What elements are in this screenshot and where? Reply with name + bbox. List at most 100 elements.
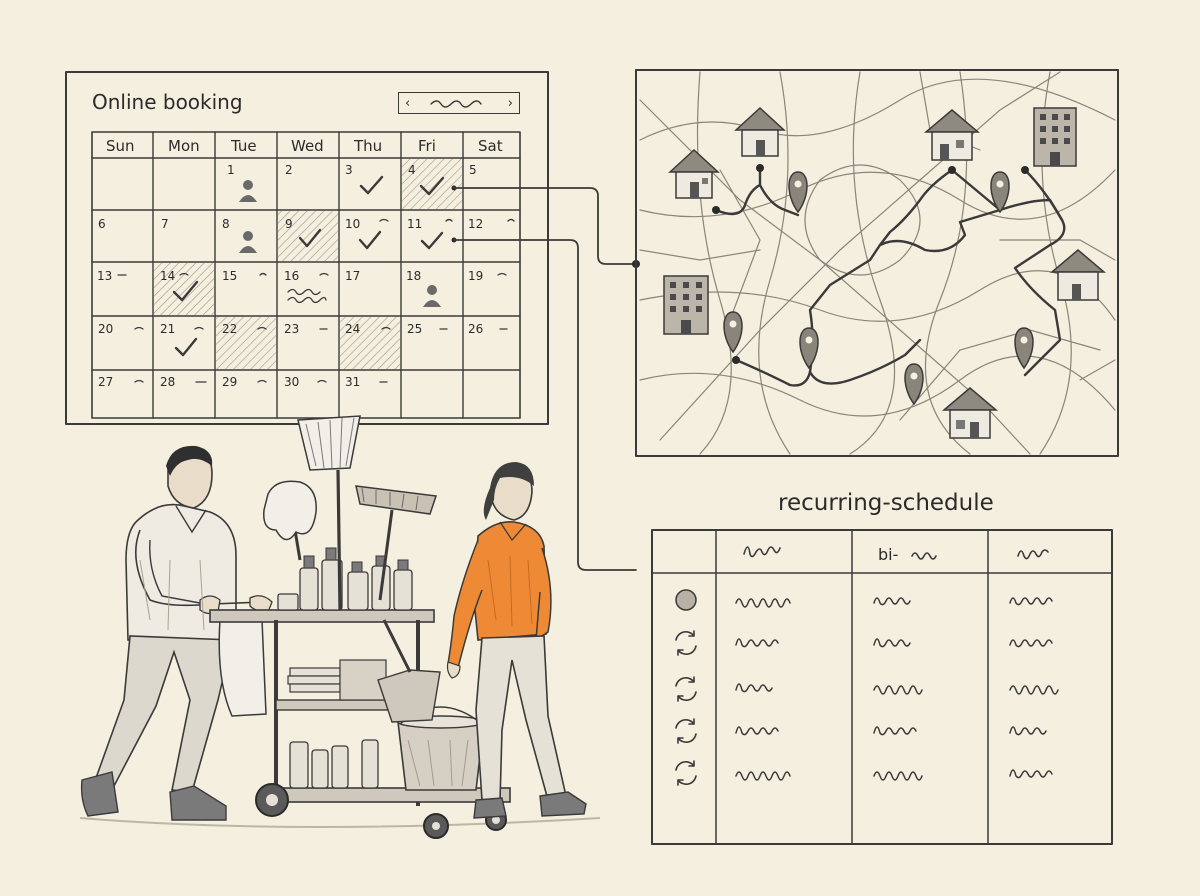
date-cell[interactable]: 31 [345,375,360,389]
connector-lines [453,187,637,571]
status-dot-icon [675,589,697,611]
house-icon [1049,249,1107,301]
house-icon [734,106,786,157]
date-cell[interactable]: 20 [98,322,113,336]
date-cell[interactable]: 26 [468,322,483,336]
day-header-sun: Sun [106,137,135,155]
person-icon [239,231,257,253]
booked-cell-4[interactable] [402,159,462,209]
female-worker [446,462,587,819]
house-icon [941,387,999,439]
date-cell[interactable]: 1 [227,163,235,177]
date-cell[interactable]: 14 [160,269,175,283]
house-icon [668,148,720,199]
date-cell[interactable]: 15 [222,269,237,283]
cleaning-crew-illustration [79,415,601,839]
date-cell[interactable]: 17 [345,269,360,283]
male-worker [80,445,273,821]
day-header-wed: Wed [291,137,324,155]
day-header-fri: Fri [418,137,436,155]
checkmark-icon [172,280,199,302]
recurring-arrows-icon [675,630,697,656]
broom-icon [355,485,438,515]
spray-bottle-icon [299,567,319,611]
checkmark-icon [420,231,444,250]
recurring-arrows-icon [675,676,697,702]
office-building-icon [663,275,709,335]
map-pin-icon[interactable] [723,311,743,354]
date-cell[interactable]: 25 [407,322,422,336]
date-cell[interactable]: 16 [284,269,299,283]
date-cell[interactable]: 29 [222,375,237,389]
office-building-icon [1033,107,1077,167]
map-panel [635,69,1119,457]
map-pin-icon[interactable] [904,363,924,406]
map-pin-icon[interactable] [788,171,808,214]
booked-cell-24[interactable] [340,317,400,369]
house-icon [923,109,981,161]
booked-cell-9[interactable] [278,211,338,261]
date-cell[interactable]: 3 [345,163,353,177]
schedule-row[interactable] [735,769,1053,781]
column-header-scribble [743,546,781,558]
day-header-thu: Thu [353,137,382,155]
date-cell[interactable]: 22 [222,322,237,336]
map-pin-icon[interactable] [1014,327,1034,370]
checkmark-icon [419,176,445,196]
date-cell[interactable]: 23 [284,322,299,336]
calendar-panel: Sun Mon Tue Wed Thu Fri Sat 1 2 3 4 5 6 … [65,71,549,425]
day-header-mon: Mon [168,137,200,155]
mop-icon [263,480,317,541]
map-pin-icon[interactable] [799,327,819,370]
date-cell[interactable]: 8 [222,217,230,231]
recurring-arrows-icon [675,760,697,786]
broom-icon [297,415,361,471]
schedule-row[interactable] [735,683,1059,695]
date-cell[interactable]: 5 [469,163,477,177]
cleaning-cart [209,415,511,839]
date-cell[interactable]: 28 [160,375,175,389]
date-cell[interactable]: 2 [285,163,293,177]
map-pin-icon[interactable] [990,171,1010,214]
date-cell[interactable]: 30 [284,375,299,389]
date-cell[interactable]: 12 [468,217,483,231]
date-cell[interactable]: 27 [98,375,113,389]
orange-polo-shirt [473,520,547,641]
checkmark-icon [359,175,384,195]
schedule-row[interactable] [735,638,1053,648]
schedule-rows [735,597,1059,781]
next-month-button[interactable]: › [507,95,513,111]
booked-cell-22[interactable] [216,317,276,369]
schedule-row[interactable] [735,597,1053,608]
schedule-title: recurring-schedule [778,490,994,516]
date-cell[interactable]: 24 [345,322,360,336]
date-cell[interactable]: 18 [406,269,421,283]
person-icon [239,180,257,202]
date-cell[interactable]: 13 [97,269,112,283]
checkmark-icon [298,228,322,248]
date-cell[interactable]: 11 [407,217,422,231]
date-cell[interactable]: 9 [285,217,293,231]
booked-cell-14[interactable] [154,263,214,315]
date-cell[interactable]: 19 [468,269,483,283]
date-grid: 1 2 3 4 5 6 7 8 9 10 11 12 13 14 15 16 1… [97,163,483,389]
schedule-panel: bi- [651,529,1113,845]
prev-month-button[interactable]: ‹ [405,95,411,111]
schedule-row[interactable] [735,726,1047,736]
person-icon [423,285,441,307]
calendar-title: Online booking [92,90,243,114]
date-cell[interactable]: 6 [98,217,106,231]
day-header-sat: Sat [478,137,503,155]
date-cell[interactable]: 10 [345,217,360,231]
month-navigator[interactable]: ‹ › [398,92,520,114]
day-headers: Sun Mon Tue Wed Thu Fri Sat [106,137,503,155]
date-cell[interactable]: 7 [161,217,169,231]
date-cell[interactable]: 21 [160,322,175,336]
checkmark-icon [358,230,382,250]
spray-bottle-icon [289,741,309,789]
column-header-biweekly: bi- [878,545,898,564]
bucket-icon [397,721,485,791]
recurring-arrows-icon [675,718,697,744]
date-cell[interactable]: 4 [408,163,416,177]
